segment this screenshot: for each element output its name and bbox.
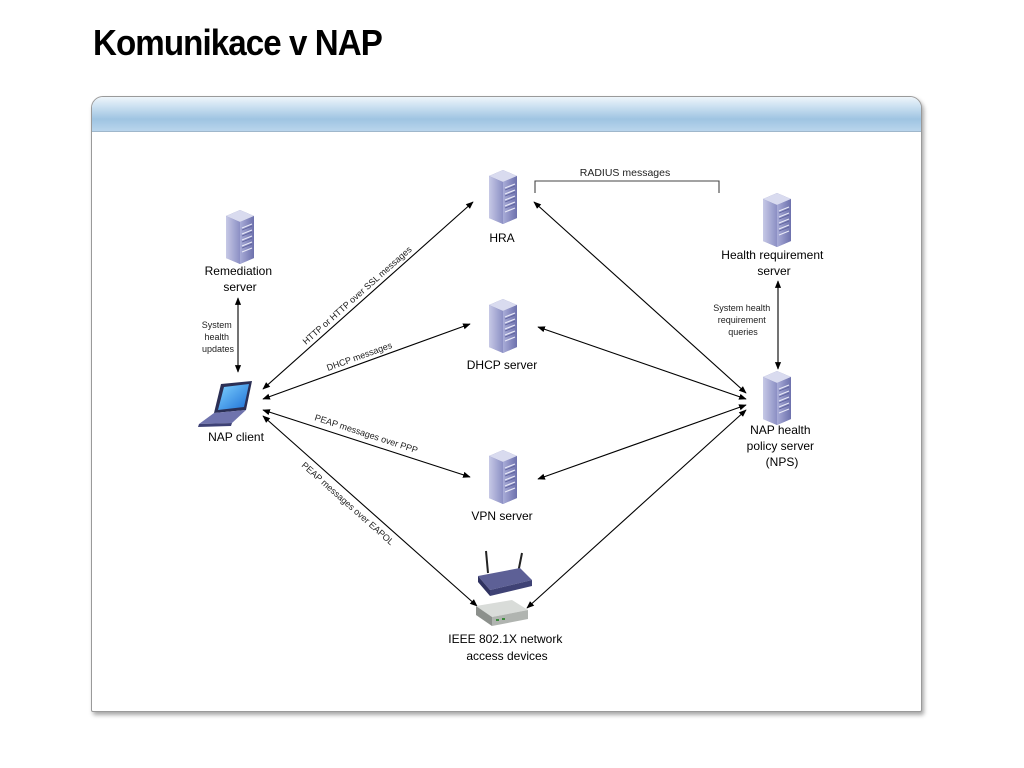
arrow-hra-nps: [533, 201, 747, 394]
arrow-client-dhcp: [262, 323, 471, 400]
slide-title: Komunikace v NAP: [93, 22, 383, 63]
system-health-queries-label: System health requirement queries: [713, 303, 773, 337]
panel-header-bar: [92, 97, 921, 132]
http-messages-label: HTTP or HTTP over SSL messages: [301, 244, 414, 347]
radius-bracket: [534, 180, 720, 193]
arrow-ieee-nps: [526, 409, 747, 609]
connectors: [234, 180, 782, 609]
system-health-updates-label: System health updates: [202, 320, 235, 354]
dhcp-server-icon: [488, 298, 518, 354]
arrow-client-ieee: [262, 415, 478, 607]
network-access-device-icon: [476, 550, 532, 626]
radius-messages-label: RADIUS messages: [580, 167, 670, 179]
hra-label: HRA: [489, 231, 514, 245]
laptop-icon: [198, 381, 252, 427]
ieee-devices-label: IEEE 802.1X network access devices: [448, 632, 565, 663]
health-requirement-server-label: Health requirement server: [721, 248, 826, 278]
nps-server-icon: [762, 370, 792, 426]
dhcp-server-label: DHCP server: [467, 358, 537, 372]
arrow-dhcp-nps: [537, 326, 747, 400]
dhcp-messages-label: DHCP messages: [325, 340, 394, 373]
arrow-vpn-nps: [537, 404, 747, 480]
nps-label: NAP health policy server (NPS): [747, 423, 818, 469]
vpn-server-label: VPN server: [471, 509, 532, 523]
hra-server-icon: [488, 169, 518, 225]
nap-client-label: NAP client: [208, 430, 264, 444]
vpn-server-icon: [488, 449, 518, 505]
peap-eapol-label: PEAP messages over EAPOL: [300, 460, 396, 547]
remediation-server-label: Remediation server: [205, 264, 276, 294]
peap-ppp-label: PEAP messages over PPP: [313, 412, 419, 455]
remediation-server-icon: [225, 209, 255, 265]
health-requirement-server-icon: [762, 192, 792, 248]
